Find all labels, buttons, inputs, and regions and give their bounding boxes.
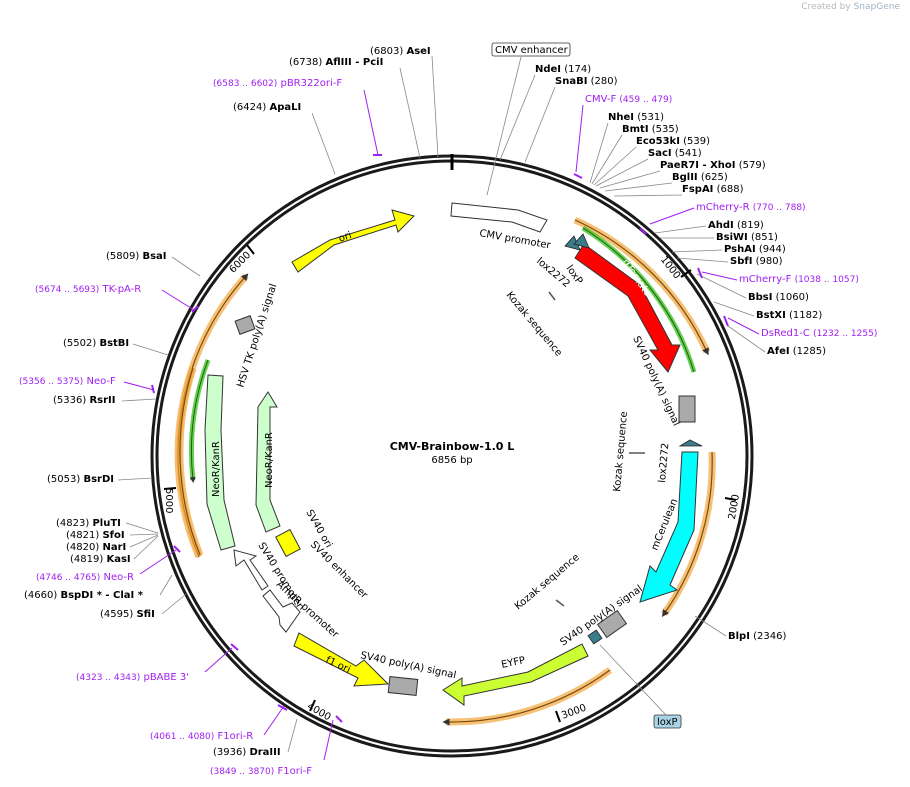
svg-text:FspAI (688): FspAI (688) <box>682 184 744 195</box>
green-arcs <box>188 225 697 483</box>
tick-label: 5000 <box>163 488 174 513</box>
sv40-promoter-label: SV40 promoter <box>255 541 305 612</box>
svg-text:CMV-F (459 .. 479): CMV-F (459 .. 479) <box>585 94 672 105</box>
loxp-site-2 <box>573 233 590 249</box>
svg-text:(4660) BspDI * - ClaI *: (4660) BspDI * - ClaI * <box>24 590 144 601</box>
eyfp-arrow <box>442 643 589 706</box>
hsv-tk-label: HSV TK poly(A) signal <box>235 283 279 389</box>
svg-text:(6803) AseI: (6803) AseI <box>370 46 431 57</box>
svg-text:SbfI (980): SbfI (980) <box>730 256 783 267</box>
enzyme-labels: (6803) AseI (6738) AflIII - PciI (6424) … <box>24 46 826 758</box>
svg-text:(6583 .. 6602) pBR322ori-F: (6583 .. 6602) pBR322ori-F <box>213 78 342 89</box>
cmv-enhancer-label: CMV enhancer <box>495 45 569 56</box>
svg-text:(4823) PluTI: (4823) PluTI <box>56 518 121 529</box>
eyfp-label: EYFP <box>500 655 526 671</box>
svg-text:NheI (531): NheI (531) <box>608 112 664 123</box>
tick-label: 2000 <box>727 493 742 520</box>
cmv-promoter-arrow <box>450 202 548 233</box>
svg-text:(5502) BstBI: (5502) BstBI <box>63 338 129 349</box>
loxp-site-3 <box>587 629 603 645</box>
kozak-label-3: Kozak sequence <box>513 552 582 612</box>
loxp-label-2: loxP <box>657 717 678 728</box>
svg-text:(4061 .. 4080) F1ori-R: (4061 .. 4080) F1ori-R <box>150 731 253 742</box>
neor-inner-arrow <box>255 391 281 533</box>
mcerulean-arrow <box>639 451 699 603</box>
ori-arrow <box>291 209 415 273</box>
neor-outer-arrow <box>204 374 236 551</box>
svg-text:BlpI (2346): BlpI (2346) <box>728 631 786 642</box>
sv40-ori-box <box>275 528 301 558</box>
sv40-promoter-arrow <box>233 549 269 591</box>
hsv-terminator <box>234 315 256 335</box>
svg-text:(4323 .. 4343) pBABE 3': (4323 .. 4343) pBABE 3' <box>76 672 189 683</box>
svg-text:(5336) RsrII: (5336) RsrII <box>53 395 115 406</box>
plasmid-length: 6856 bp <box>431 455 472 466</box>
primer-labels: (6583 .. 6602) pBR322ori-F CMV-F (459 ..… <box>19 78 877 777</box>
svg-text:BbsI (1060): BbsI (1060) <box>748 292 809 303</box>
neor-outer-label: NeoR/KanR <box>211 441 222 497</box>
neor-inner-label: NeoR/KanR <box>264 432 275 488</box>
svg-text:BglII (625): BglII (625) <box>672 172 728 183</box>
plasmid-name: CMV-Brainbow-1.0 L <box>390 440 515 453</box>
svg-text:SnaBI (280): SnaBI (280) <box>555 76 618 87</box>
lox2272-site <box>678 439 703 447</box>
svg-text:NdeI (174): NdeI (174) <box>535 64 591 75</box>
svg-text:(5674 .. 5693) TK-pA-R: (5674 .. 5693) TK-pA-R <box>35 284 141 295</box>
svg-text:(3849 .. 3870) F1ori-F: (3849 .. 3870) F1ori-F <box>210 766 312 777</box>
svg-text:(4746 .. 4765) Neo-R: (4746 .. 4765) Neo-R <box>36 572 134 583</box>
svg-text:mCherry-R (770 .. 788): mCherry-R (770 .. 788) <box>696 202 806 213</box>
svg-text:(4819) KasI: (4819) KasI <box>70 554 131 565</box>
svg-text:BmtI (535): BmtI (535) <box>622 124 679 135</box>
sv40-terminator-1 <box>678 395 696 423</box>
svg-text:(4595) SfiI: (4595) SfiI <box>100 609 155 620</box>
ampr-promoter-arrow <box>262 589 301 633</box>
snapgene-credit: Created by SnapGene <box>801 2 900 12</box>
svg-text:Eco53kI (539): Eco53kI (539) <box>636 136 710 147</box>
kozak-label-2: Kozak sequence <box>612 411 630 492</box>
sv40-terminator-3 <box>387 676 419 696</box>
svg-text:(6738) AflIII - PciI: (6738) AflIII - PciI <box>289 57 383 68</box>
ori-label: ori <box>337 230 353 245</box>
f1-ori-arrow <box>293 632 390 687</box>
svg-text:AhdI (819): AhdI (819) <box>708 220 764 231</box>
svg-text:(5356 .. 5375) Neo-F: (5356 .. 5375) Neo-F <box>19 376 116 387</box>
svg-text:SacI (541): SacI (541) <box>648 148 702 159</box>
svg-text:PaeR7I - XhoI (579): PaeR7I - XhoI (579) <box>660 160 766 171</box>
svg-text:(5053) BsrDI: (5053) BsrDI <box>47 474 114 485</box>
primer-arcs <box>174 216 716 726</box>
svg-text:(4820) NarI: (4820) NarI <box>66 542 126 553</box>
feature-arrows <box>204 202 703 706</box>
sv40-terminator-2 <box>596 609 628 639</box>
svg-text:(5809) BsaI: (5809) BsaI <box>106 251 167 262</box>
dtomato-arrow <box>574 243 681 373</box>
kozak-label-1: Kozak sequence <box>504 290 564 359</box>
svg-text:BsiWI (851): BsiWI (851) <box>716 232 778 243</box>
sv40-enhancer-label: SV40 enhancer <box>308 539 370 601</box>
svg-text:AfeI (1285): AfeI (1285) <box>767 346 826 357</box>
svg-text:BstXI (1182): BstXI (1182) <box>756 310 822 321</box>
lox2272-label-2: lox2272 <box>657 442 671 483</box>
svg-text:(4821) SfoI: (4821) SfoI <box>66 530 125 541</box>
cmv-promoter-label: CMV promoter <box>478 228 552 251</box>
svg-text:mCherry-F (1038 .. 1057): mCherry-F (1038 .. 1057) <box>739 274 859 285</box>
svg-text:DsRed1-C (1232 .. 1255): DsRed1-C (1232 .. 1255) <box>761 328 877 339</box>
svg-text:PshAI (944): PshAI (944) <box>724 244 786 255</box>
svg-text:(6424) ApaLI: (6424) ApaLI <box>233 102 301 113</box>
svg-text:(3936) DraIII: (3936) DraIII <box>213 747 281 758</box>
